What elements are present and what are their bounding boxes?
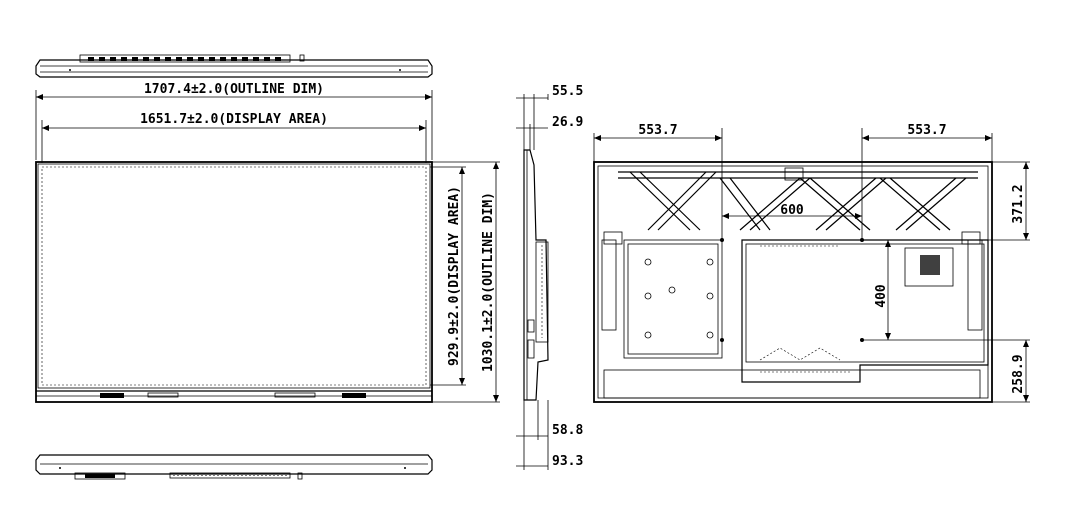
rear-bottom-to-mount-dim: 258.9 xyxy=(1011,354,1026,393)
display-height-dim: 929.9±2.0(DISPLAY AREA) xyxy=(447,186,462,366)
right-speaker xyxy=(342,393,366,398)
bottom-view xyxy=(35,454,433,480)
top-vent-slots xyxy=(88,57,281,61)
outline-height-dim: 1030.1±2.0(OUTLINE DIM) xyxy=(481,192,496,372)
rear-top-to-mount-dim: 371.2 xyxy=(1011,184,1026,223)
front-ports xyxy=(147,392,179,398)
side-top-depth-dim: 55.5 xyxy=(552,84,583,99)
side-view: 55.5 26.9 58.8 93.3 xyxy=(516,84,583,470)
front-buttons xyxy=(274,392,316,398)
vesa-horizontal-dim: 600 xyxy=(780,203,804,218)
outline-width-dim: 1707.4±2.0(OUTLINE DIM) xyxy=(144,82,324,97)
top-view xyxy=(35,54,433,78)
side-panel-depth-dim: 26.9 xyxy=(552,115,583,130)
side-total-depth-dim: 93.3 xyxy=(552,454,583,469)
rear-view: 553.7 553.7 600 xyxy=(593,123,1030,403)
display-width-dim: 1651.7±2.0(DISPLAY AREA) xyxy=(140,112,328,127)
side-bottom-depth-dim: 58.8 xyxy=(552,423,583,438)
rear-right-offset-dim: 553.7 xyxy=(907,123,946,138)
left-board-screws xyxy=(644,258,714,339)
rear-bracing xyxy=(618,167,978,231)
front-view: 1707.4±2.0(OUTLINE DIM) 1651.7±2.0(DISPL… xyxy=(35,82,500,403)
vesa-vertical-dim: 400 xyxy=(874,284,889,308)
left-speaker xyxy=(100,393,124,398)
rear-left-offset-dim: 553.7 xyxy=(638,123,677,138)
